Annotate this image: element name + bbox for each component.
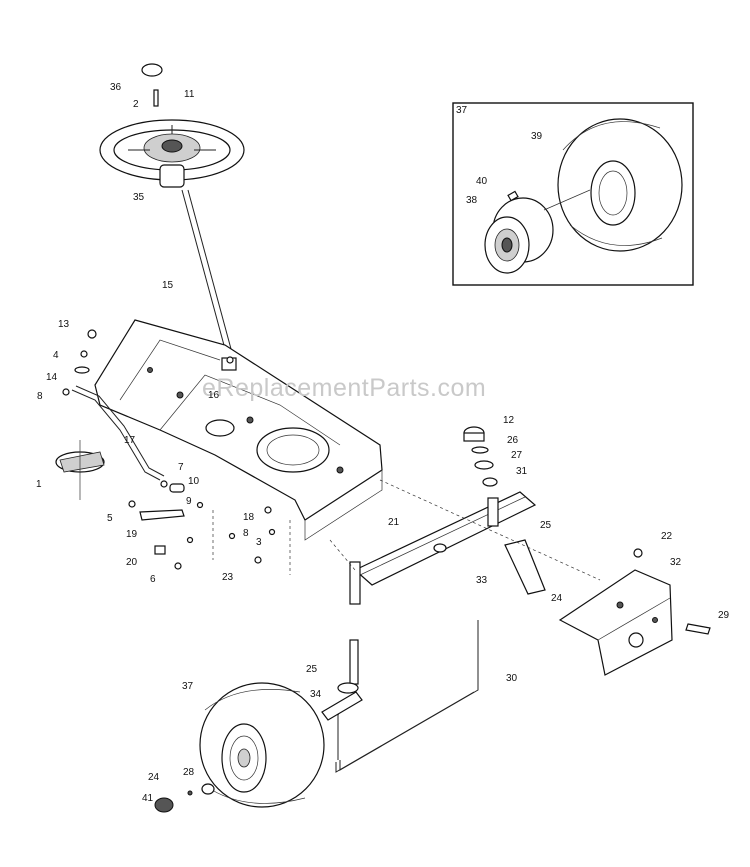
inset-rim (484, 190, 554, 274)
callout-13: 13 (58, 319, 70, 330)
front-axle (349, 491, 537, 605)
callout-8: 8 (243, 528, 249, 539)
callout-5: 5 (107, 513, 113, 524)
callout-12: 12 (503, 415, 515, 426)
callout-9: 9 (186, 496, 192, 507)
callout-29: 29 (718, 610, 730, 621)
callout-35: 35 (133, 192, 145, 203)
inset-label: 37 (456, 105, 468, 116)
callout-24: 24 (148, 772, 160, 783)
axle-bracket (558, 548, 711, 676)
steering-bolt (153, 89, 159, 107)
inset-frame (452, 102, 694, 286)
callout-37: 37 (182, 681, 194, 692)
callout-17: 17 (124, 435, 136, 446)
callout-20: 20 (126, 557, 138, 568)
steering-cap (141, 63, 163, 77)
small-hardware-left (62, 329, 276, 570)
callout-2: 2 (133, 99, 139, 110)
callout-25: 25 (540, 520, 552, 531)
callout-8: 8 (37, 391, 43, 402)
callout-39: 39 (531, 131, 543, 142)
front-wheel (154, 682, 325, 813)
callout-6: 6 (150, 574, 156, 585)
right-spindle (504, 539, 546, 595)
callout-38: 38 (466, 195, 478, 206)
callout-28: 28 (183, 767, 195, 778)
callout-11: 11 (184, 89, 195, 100)
callout-30: 30 (506, 673, 518, 684)
steering-shaft (181, 189, 235, 361)
callout-18: 18 (243, 512, 255, 523)
inset-tire (557, 118, 683, 252)
callout-41: 41 (142, 793, 154, 804)
callout-24: 24 (551, 593, 563, 604)
steering-wheel-assembly (99, 63, 245, 188)
steering-hub (159, 164, 185, 188)
drag-link (71, 385, 165, 481)
watermark-text: eReplacementParts.com (202, 374, 486, 402)
callout-19: 19 (126, 529, 138, 540)
pivot-hardware-right (463, 426, 498, 487)
left-spindle-pin (349, 561, 361, 605)
callout-4: 4 (53, 350, 59, 361)
steering-gear (55, 440, 105, 500)
callout-25: 25 (306, 664, 318, 675)
left-spindle (321, 639, 363, 721)
callout-15: 15 (162, 280, 174, 291)
reference-lines (212, 479, 601, 581)
callout-16: 16 (208, 390, 220, 401)
callout-21: 21 (388, 517, 400, 528)
callout-36: 36 (110, 82, 122, 93)
callout-22: 22 (661, 531, 673, 542)
callout-26: 26 (507, 435, 519, 446)
callout-32: 32 (670, 557, 682, 568)
callout-23: 23 (222, 572, 234, 583)
callout-34: 34 (310, 689, 322, 700)
callout-3: 3 (256, 537, 262, 548)
inset-wheel-detail: 37 (452, 102, 694, 286)
callout-33: 33 (476, 575, 488, 586)
callout-40: 40 (476, 176, 488, 187)
tractor-frame (94, 319, 383, 541)
callout-31: 31 (516, 466, 528, 477)
callout-14: 14 (46, 372, 58, 383)
callout-10: 10 (188, 476, 200, 487)
callout-27: 27 (511, 450, 523, 461)
callout-7: 7 (178, 462, 184, 473)
callout-1: 1 (36, 479, 42, 490)
